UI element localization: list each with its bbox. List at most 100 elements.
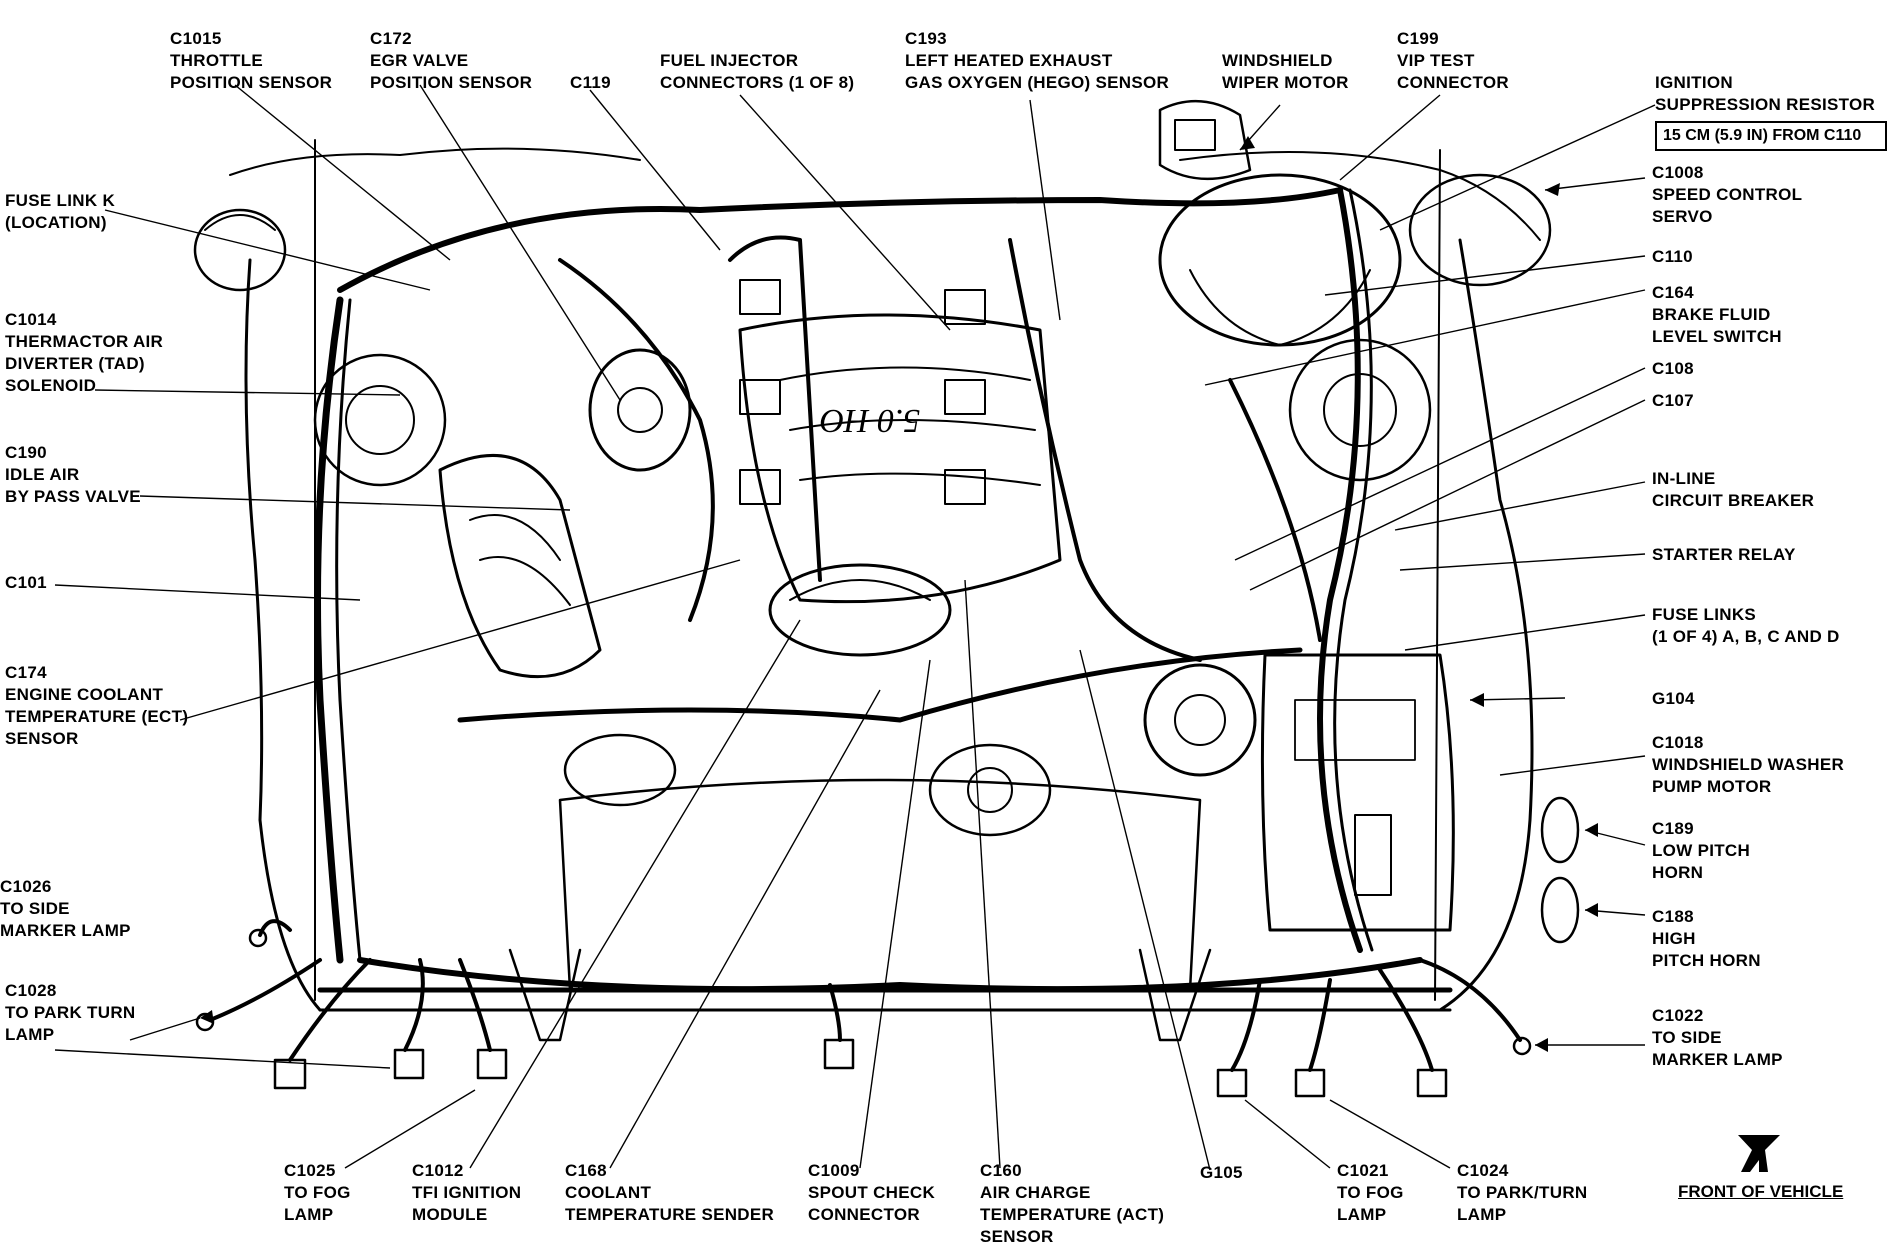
harness-mid [457,647,1303,723]
low-pitch-horn [1540,796,1580,864]
callout-fuel-injector: FUEL INJECTOR CONNECTORS (1 OF 8) [660,50,854,94]
callout-line: C108 [1652,359,1694,378]
callout-line: TO FOG [284,1183,351,1202]
callout-line: STARTER RELAY [1652,545,1796,564]
callout-line: LAMP [5,1025,55,1044]
callout-line: IN-LINE [1652,469,1716,488]
callout-line: TEMPERATURE SENDER [565,1205,775,1224]
callout-line: WIPER MOTOR [1222,73,1349,92]
svg-text:5.0 HO: 5.0 HO [820,402,920,439]
callout-line: C107 [1652,391,1694,410]
front-of-vehicle-label: FRONT OF VEHICLE [1678,1182,1844,1201]
callout-line: C1009 [808,1161,860,1180]
callout-line: C1015 [170,29,222,48]
callout-line: IGNITION [1655,73,1733,92]
callout-line: CONNECTORS (1 OF 8) [660,73,855,92]
callout-line: TO PARK/TURN [1457,1183,1588,1202]
callout-line: WINDSHIELD WASHER [1652,755,1845,774]
callout-line: GAS OXYGEN (HEGO) SENSOR [905,73,1170,92]
callout-line: SOLENOID [5,376,97,395]
callout-line: PUMP MOTOR [1652,777,1772,796]
callout-line: C1012 [412,1161,464,1180]
distributor [768,563,952,657]
harness-front [357,957,1423,993]
harness-upper [337,187,1343,293]
fender-left [229,147,641,176]
callout-line: C160 [980,1161,1022,1180]
callout-fuse-links: FUSE LINKS(1 OF 4) A, B, C AND D [1652,604,1840,648]
callout-c110: C110 [1652,246,1693,268]
callout-line: THERMACTOR AIR [5,332,164,351]
callout-line: DIVERTER (TAD) [5,354,145,373]
callout-line: CONNECTOR [808,1205,920,1224]
callout-line: TFI IGNITION [412,1183,522,1202]
callout-line: TO FOG [1337,1183,1404,1202]
callout-line: C1024 [1457,1161,1509,1180]
ignition-resistor-note: 15 CM (5.9 IN) FROM C110 [1655,121,1887,151]
callout-line: C188 [1652,907,1694,926]
callout-line: C110 [1652,247,1693,266]
callout-line: IDLE AIR [5,465,80,484]
callout-line: SENSOR [980,1227,1054,1246]
strut-tower-left [313,353,447,487]
throttle-body [588,348,692,472]
callout-line: BRAKE FLUID [1652,305,1771,324]
callout-line: C1022 [1652,1006,1704,1025]
callout-line: C1028 [5,981,57,1000]
callout-line: LAMP [1457,1205,1507,1224]
callout-line: SPOUT CHECK [808,1183,936,1202]
callout-line: PITCH HORN [1652,951,1761,970]
callout-c107: C107 [1652,390,1694,412]
callout-line: LAMP [1337,1205,1387,1224]
callout-line: C101 [5,573,47,592]
callout-fuse-link-k: FUSE LINK K(LOCATION) [5,190,115,234]
callout-line: C189 [1652,819,1694,838]
callout-line: MARKER LAMP [0,921,131,940]
callout-line: C174 [5,663,47,682]
callout-line: THROTTLE [170,51,264,70]
callout-line: SENSOR [5,729,79,748]
callout-line: SUPPRESSION RESISTOR [1655,95,1876,114]
reservoir-left [193,208,287,292]
callout-line: POSITION SENSOR [370,73,533,92]
callout-line: EGR VALVE [370,51,469,70]
callout-ignition: IGNITION SUPPRESSION RESISTOR [1655,72,1875,116]
callout-line: HORN [1652,863,1704,882]
callout-line: C1014 [5,310,57,329]
callout-line: SERVO [1652,207,1713,226]
front-arrow-icon [1738,1135,1780,1172]
callout-line: TEMPERATURE (ACT) [980,1205,1165,1224]
callout-c119: C119 [570,72,611,94]
callout-line: ENGINE COOLANT [5,685,164,704]
callout-line: C172 [370,29,412,48]
intake-plenum [738,313,1062,604]
callout-line: C119 [570,73,611,92]
callout-c108: C108 [1652,358,1694,380]
fuel-rail [728,235,822,582]
callout-line: FUEL INJECTOR [660,51,799,70]
callout-line: G105 [1200,1163,1243,1182]
callout-line: HIGH [1652,929,1696,948]
callout-starter-relay: STARTER RELAY [1652,544,1796,566]
callout-line: FUSE LINK K [5,191,116,210]
